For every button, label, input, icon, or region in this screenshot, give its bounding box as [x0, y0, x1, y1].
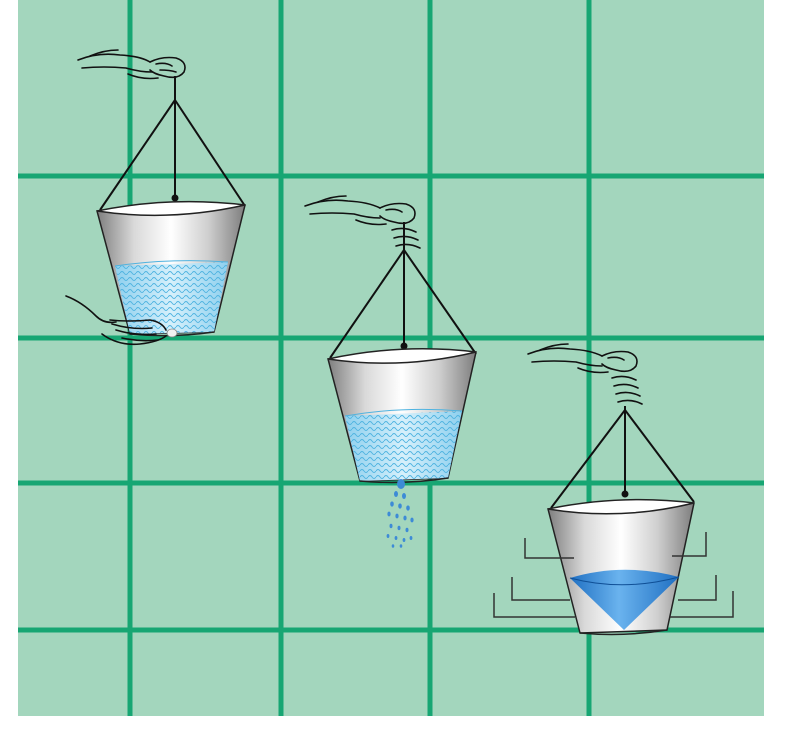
plug: [167, 329, 177, 337]
